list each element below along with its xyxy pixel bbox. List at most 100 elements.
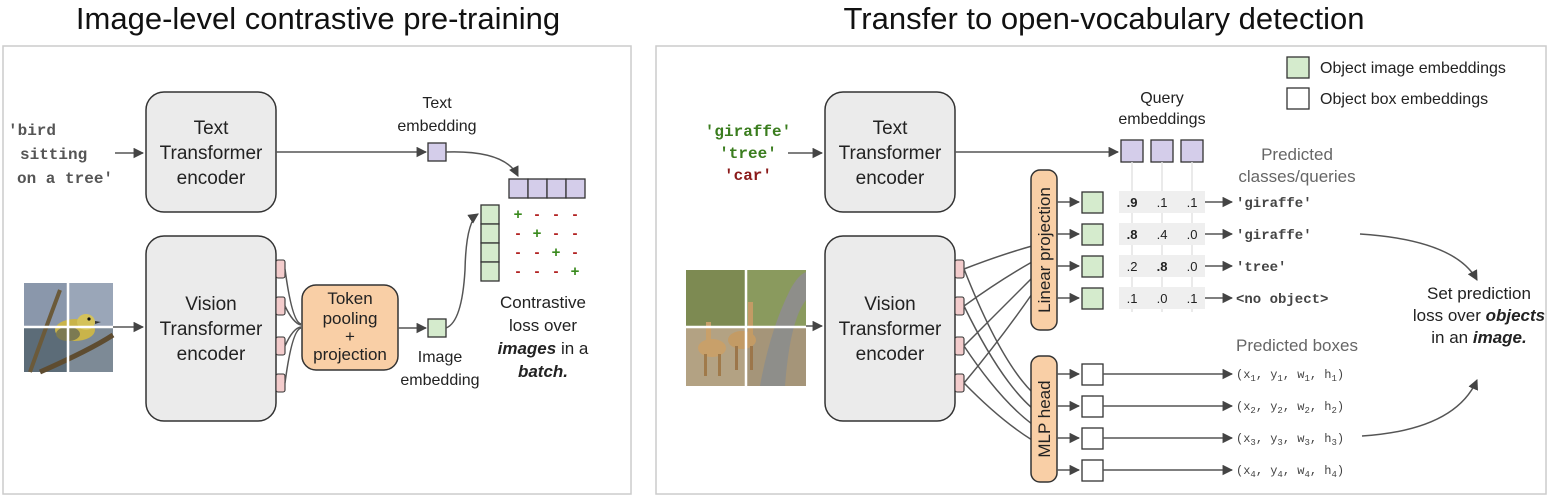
right-panel-frame — [655, 45, 1547, 495]
score-value: .1 — [1187, 291, 1198, 306]
score-value: .1 — [1187, 195, 1198, 210]
score-value: .0 — [1187, 227, 1198, 242]
predicted-class-label: 'giraffe' — [1236, 196, 1312, 212]
query-giraffe: 'giraffe' — [705, 123, 791, 141]
object-box-embeddings — [1081, 363, 1104, 482]
matrix-top-cell — [546, 178, 567, 199]
legend-box-swatch — [1286, 87, 1310, 110]
object-image-embedding — [1081, 191, 1104, 214]
contrastive-loss-rest: in a — [556, 339, 589, 358]
matrix-minus-sign: - — [516, 263, 521, 280]
object-box-embedding — [1081, 363, 1104, 386]
matrix-plus-sign: + — [514, 206, 523, 223]
predicted-boxes-list: (x1, y1, w1, h1)(x2, y2, w2, h2)(x3, y3,… — [1103, 368, 1344, 480]
predicted-box-coords: (x4, y4, w4, h4) — [1236, 464, 1344, 480]
predicted-classes-label-1: Predicted — [1261, 145, 1333, 164]
legend-image-swatch — [1286, 56, 1310, 79]
matrix-minus-sign: - — [535, 244, 540, 261]
predicted-box-coords: (x1, y1, w1, h1) — [1236, 368, 1344, 384]
matrix-left-cell — [480, 242, 500, 263]
query-embeddings-label-2: embeddings — [1118, 111, 1205, 128]
right-panel-title: Transfer to open-vocabulary detection — [844, 1, 1365, 36]
right-text-encoder-line-2: Transformer — [839, 143, 942, 164]
predicted-classes-label-2: classes/queries — [1238, 167, 1355, 186]
token-arrow — [963, 268, 1033, 393]
token-arrow — [963, 305, 1033, 409]
left-vision-tokens — [275, 259, 286, 393]
predicted-class-label: 'tree' — [1236, 260, 1286, 276]
left-text-encoder-line-1: Text — [194, 118, 230, 139]
contrastive-loss-line-1: Contrastive — [500, 293, 586, 312]
token-arrow — [963, 245, 1033, 270]
left-panel-frame — [2, 45, 632, 495]
right-text-encoder-line-1: Text — [873, 118, 909, 139]
query-car: 'car' — [724, 167, 772, 185]
set-loss-line-3: in an image. — [1431, 328, 1526, 347]
vision-token — [275, 373, 286, 393]
right-vision-encoder — [824, 235, 956, 422]
contrastive-loss-line-2: loss over — [509, 316, 577, 335]
right-vision-tokens — [954, 259, 965, 393]
box-to-loss-arrow — [1361, 379, 1478, 437]
mlp-to-embedding-arrows — [1057, 368, 1081, 476]
object-image-embeddings — [1081, 191, 1104, 310]
left-input-line-3: on a tree' — [17, 170, 113, 188]
contrastive-loss-line-4: batch. — [518, 362, 568, 381]
score-value: .2 — [1127, 259, 1138, 274]
mlp-head-label: MLP head — [1035, 380, 1054, 457]
predicted-box-coords: (x3, y3, w3, h3) — [1236, 432, 1344, 448]
image-emb-to-matrix-arrow — [445, 213, 479, 329]
matrix-top-cell — [508, 178, 529, 199]
matrix-top-cell — [527, 178, 548, 199]
right-vision-encoder-line-2: Transformer — [839, 319, 942, 340]
token-to-heads-arrows — [963, 245, 1033, 441]
vision-token — [275, 296, 286, 316]
text-emb-to-matrix-arrow — [445, 151, 519, 177]
score-row-bg — [1119, 191, 1205, 213]
query-embeddings-label-1: Query — [1140, 90, 1184, 107]
left-vision-encoder-line-3: encoder — [177, 344, 246, 365]
mlp-head-box — [1030, 355, 1058, 483]
score-row-bg — [1119, 287, 1205, 309]
score-value: .0 — [1187, 259, 1198, 274]
score-value: .9 — [1127, 195, 1138, 210]
text-embedding-label-2: embedding — [397, 118, 476, 135]
linear-projection-label: Linear projection — [1035, 187, 1054, 313]
set-loss-line-2: loss over objects — [1413, 306, 1545, 325]
set-loss-line-1: Set prediction — [1427, 284, 1531, 303]
matrix-minus-sign: - — [573, 244, 578, 261]
token-arrow — [963, 382, 1033, 441]
vision-token — [954, 259, 965, 279]
matrix-top-cell — [565, 178, 586, 199]
token-arrow — [963, 277, 1033, 347]
left-input-line-1: 'bird — [8, 122, 56, 140]
matrix-minus-sign: - — [516, 244, 521, 261]
pooling-line-2: pooling — [323, 309, 378, 328]
vision-token — [954, 296, 965, 316]
matrix-plus-sign: + — [571, 263, 580, 280]
matrix-minus-sign: - — [554, 206, 559, 223]
query-embedding — [1150, 139, 1174, 163]
vision-token — [954, 373, 965, 393]
contrastive-loss-text: Contrastive loss over images in a batch. — [498, 293, 589, 381]
token-arrow — [284, 326, 302, 347]
projection-to-embedding-arrows — [1057, 196, 1081, 304]
predicted-class-label: 'giraffe' — [1236, 228, 1312, 244]
left-panel-title: Image-level contrastive pre-training — [76, 1, 560, 36]
query-embedding — [1180, 139, 1204, 163]
matrix-left-cell — [480, 204, 500, 225]
predicted-boxes-label: Predicted boxes — [1236, 336, 1358, 355]
linear-projection-box — [1030, 169, 1058, 331]
matrix-minus-sign: - — [554, 225, 559, 242]
right-vision-encoder-line-3: encoder — [856, 344, 925, 365]
legend-object-image: Object image embeddings — [1320, 60, 1506, 77]
token-arrow — [284, 305, 302, 326]
object-box-embedding — [1081, 427, 1104, 450]
score-value: .4 — [1157, 227, 1168, 242]
contrastive-loss-line-3: images in a — [498, 339, 589, 358]
score-value: .1 — [1157, 195, 1168, 210]
object-box-embedding — [1081, 395, 1104, 418]
contrastive-loss-em-images: images — [498, 339, 557, 358]
score-value: .1 — [1127, 291, 1138, 306]
